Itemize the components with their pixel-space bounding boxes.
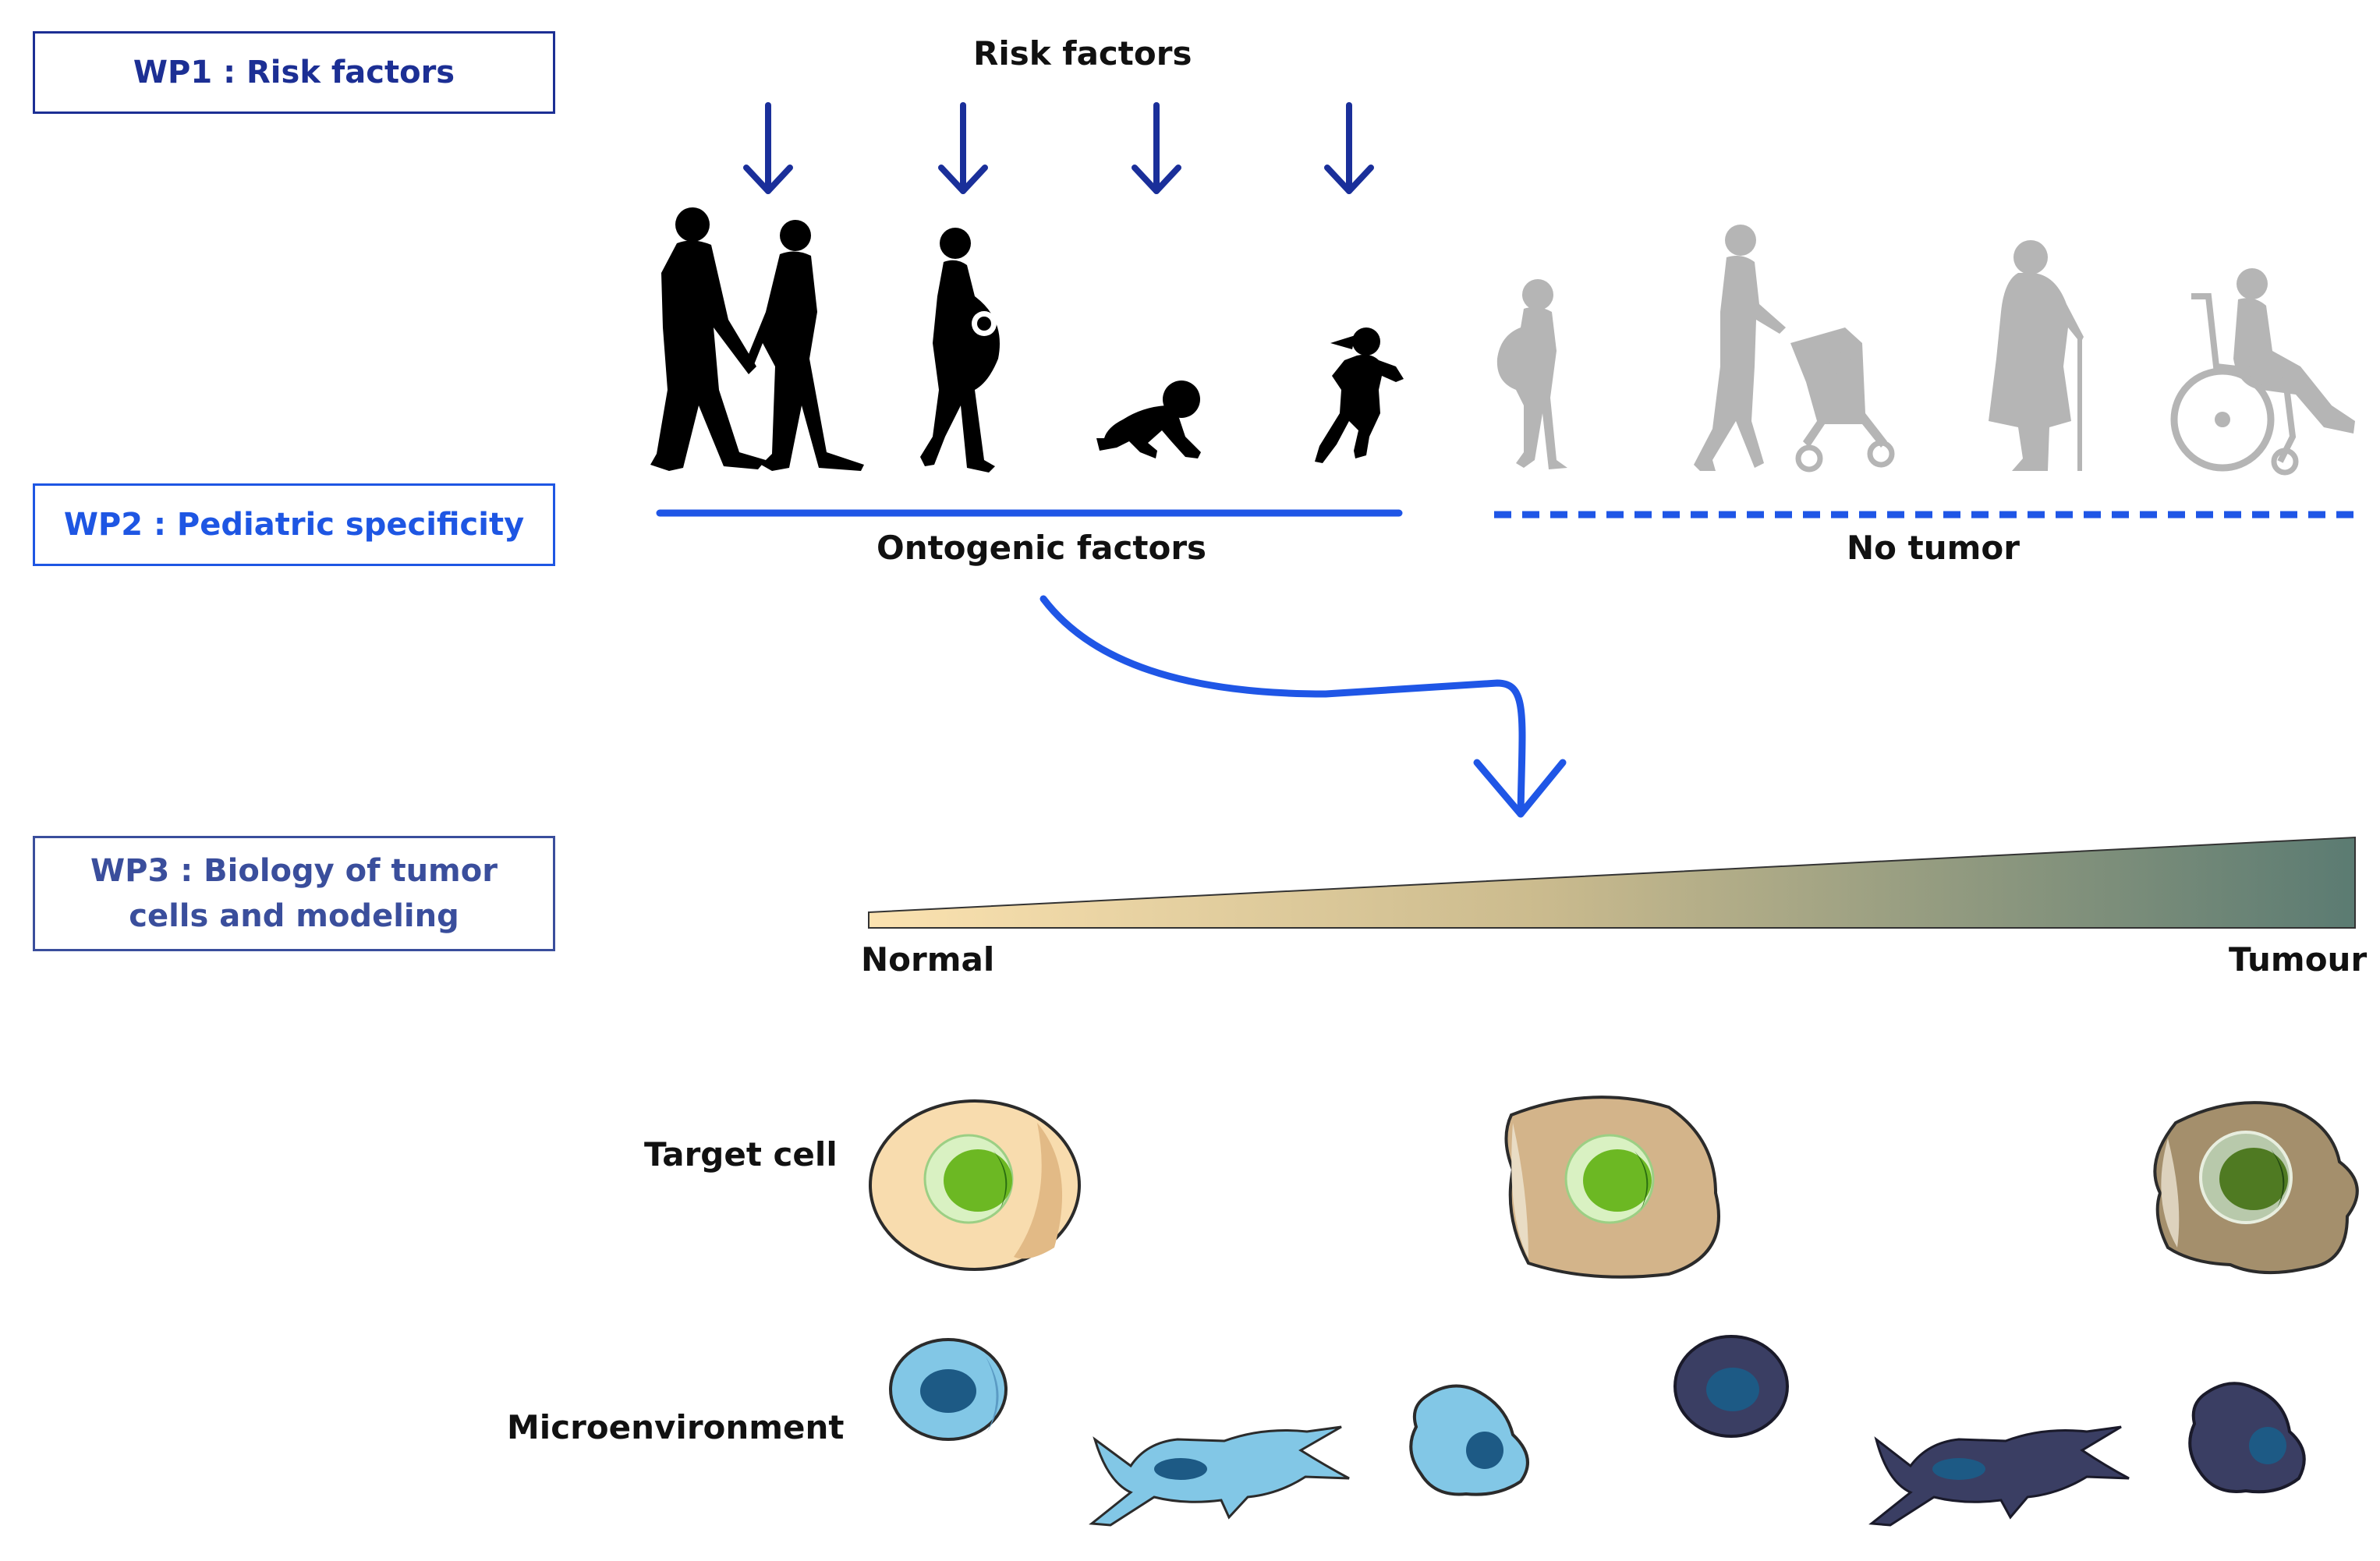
wp3-box: WP3 : Biology of tumor cells and modelin… [33,836,555,951]
couple-icon [650,207,864,471]
microenvironment-label: Microenvironment [507,1408,845,1446]
woman-with-stroller-icon [1694,225,1895,473]
normal-cell-icon [869,1099,1081,1271]
dark-irregular-cell-icon [2188,1382,2306,1494]
irregular-cell-icon [1409,1384,1529,1496]
tumour-cell-icon [2153,1101,2359,1275]
target-cell-label: Target cell [644,1135,838,1173]
intermediate-cell-icon [1504,1096,1720,1279]
dark-fibroblast-icon [1868,1425,2130,1527]
elderly-with-cane-icon [1989,240,2084,471]
pregnant-woman-icon [920,228,1000,473]
crawling-baby-icon [1096,381,1201,458]
dark-round-cell-icon [1673,1335,1789,1438]
risk-arrow-icon [938,102,988,194]
risk-arrows [743,102,1374,194]
wp2-label: WP2 : Pediatric specificity [63,507,525,543]
wp3-label: WP3 : Biology of tumor cells and modelin… [90,853,498,934]
round-cell-icon [889,1338,1008,1441]
ontogenic-factors-label: Ontogenic factors [877,529,1207,567]
curved-arrow-icon [1039,595,1567,818]
fibroblast-icon [1089,1425,1350,1527]
no-tumor-label: No tumor [1847,529,2020,567]
tumour-label: Tumour [2229,940,2368,979]
normal-label: Normal [861,940,995,979]
girl-with-backpack-icon [1496,279,1567,469]
wp2-box: WP2 : Pediatric specificity [33,483,555,566]
risk-arrow-icon [743,102,793,194]
normal-to-tumour-gradient [868,836,2356,929]
running-child-icon [1315,327,1404,463]
wp1-label: WP1 : Risk factors [133,55,455,90]
wheelchair-user-icon [2170,268,2355,476]
risk-arrow-icon [1132,102,1181,194]
wp1-box: WP1 : Risk factors [33,31,555,114]
risk-arrow-icon [1324,102,1374,194]
risk-factors-label: Risk factors [973,34,1192,73]
